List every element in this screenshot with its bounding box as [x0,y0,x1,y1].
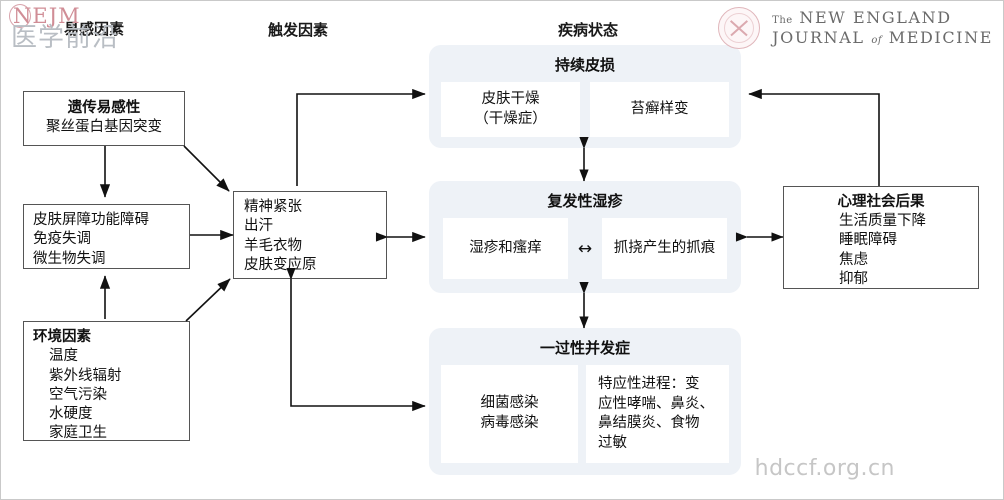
dysfunction-line-1: 皮肤屏障功能障碍 [33,212,149,228]
genetic-line-1: 聚丝蛋白基因突变 [46,119,162,136]
panel-persistent-lesions: 持续皮损 皮肤干燥 （干燥症） 苔癣样变 [429,45,741,148]
trigger-item-0: 精神紧张 [244,199,302,215]
recurrent-card-excoriation: 抓挠产生的抓痕 [602,218,727,279]
persistent-card-dry-skin: 皮肤干燥 （干燥症） [441,82,580,138]
trigger-item-1: 出汗 [244,218,273,235]
site-watermark: hdccf.org.cn [754,456,895,481]
nejm-logo: The NEW ENGLAND JOURNAL of MEDICINE [718,7,993,49]
box-genetic-susceptibility: 遗传易感性 聚丝蛋白基因突变 [23,91,185,146]
box-environmental-factors: 环境因素 温度 紫外线辐射 空气污染 水硬度 家庭卫生 [23,321,190,441]
environment-item-0: 温度 [49,348,78,365]
psychosocial-item-3: 抑郁 [839,270,868,287]
column-header-susceptibility: 易感因素 [64,20,125,38]
psychosocial-title: 心理社会后果 [837,194,925,210]
trigger-item-3: 皮肤变应原 [244,256,317,273]
box-trigger-factors: 精神紧张 出汗 羊毛衣物 皮肤变应原 [233,191,387,279]
nejm-ring-icon [9,4,31,28]
nejm-logo-text: The NEW ENGLAND JOURNAL of MEDICINE [772,8,993,47]
persistent-title: 持续皮损 [554,56,615,74]
nejm-logo-line1: NEW ENGLAND [799,8,952,28]
link-triggers-to-transient [286,267,426,412]
transient-title: 一过性并发症 [539,339,630,357]
recurrent-card-eczema-itch: 湿疹和瘙痒 [443,218,568,279]
panel-recurrent-eczema: 复发性湿疹 湿疹和瘙痒 ↔ 抓挠产生的抓痕 [429,181,741,293]
psychosocial-item-1: 睡眠障碍 [839,232,897,249]
environment-item-2: 空气污染 [49,386,107,403]
link-genetic-to-triggers [183,145,230,192]
box-skin-barrier-dysfunction: 皮肤屏障功能障碍 免疫失调 微生物失调 [23,204,190,269]
dysfunction-line-2: 免疫失调 [33,231,91,248]
transient-card-infections: 细菌感染 病毒感染 [441,365,578,463]
column-header-triggers: 触发因素 [268,21,329,39]
nejm-logo-journal: JOURNAL [772,28,865,47]
environment-item-1: 紫外线辐射 [49,367,122,384]
genetic-title: 遗传易感性 [67,100,141,116]
box-psychosocial-consequences: 心理社会后果 生活质量下降 睡眠障碍 焦虑 抑郁 [783,186,979,289]
nejm-logo-of: of [871,35,883,46]
link-psychosocial-to-persistent [748,88,880,186]
psychosocial-item-0: 生活质量下降 [839,213,926,230]
persistent-card-lichenification: 苔癣样变 [590,82,729,138]
environment-title: 环境因素 [33,329,91,345]
link-triggers-to-persistent [296,88,426,186]
recurrent-title: 复发性湿疹 [547,192,623,210]
link-environment-to-triggers [185,278,231,322]
nejm-seal-icon [718,7,761,49]
trigger-item-2: 羊毛衣物 [244,237,302,254]
nejm-logo-the: The [772,15,793,27]
transient-card-atopic-march: 特应性进程：变 应性哮喘、鼻炎、 鼻结膜炎、食物 过敏 [586,365,729,463]
column-header-disease-states: 疾病状态 [558,21,619,39]
psychosocial-item-2: 焦虑 [839,251,868,268]
environment-item-3: 水硬度 [49,406,93,423]
recurrent-bidirectional-arrow-icon: ↔ [577,238,593,259]
environment-item-4: 家庭卫生 [49,425,107,442]
nejm-logo-medicine: MEDICINE [888,28,993,47]
panel-transient-complications: 一过性并发症 细菌感染 病毒感染 特应性进程：变 应性哮喘、鼻炎、 鼻结膜炎、食… [429,328,741,475]
dysfunction-line-3: 微生物失调 [33,250,106,267]
